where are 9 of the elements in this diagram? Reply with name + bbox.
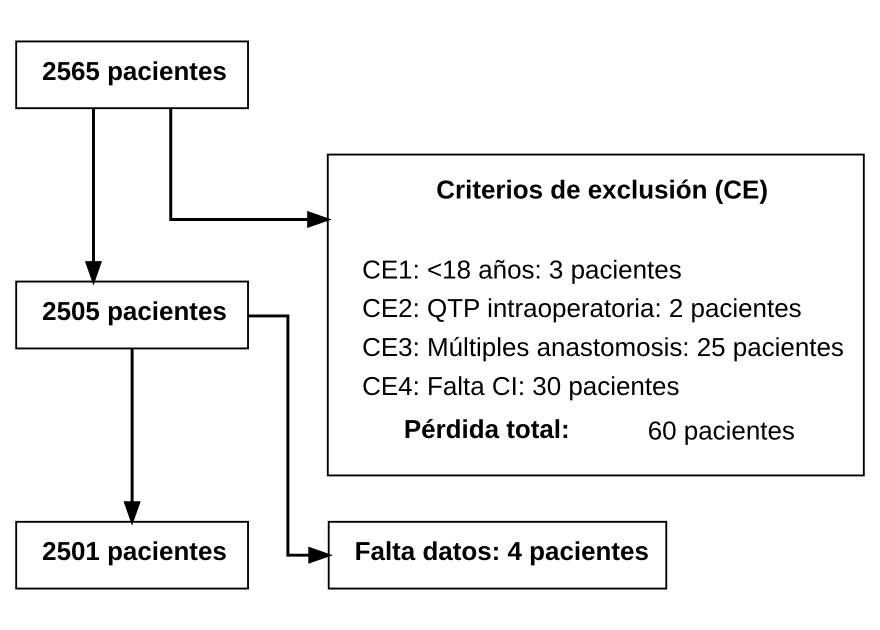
arrow [169, 108, 332, 228]
arrow [84, 108, 102, 286]
node-box: 2565 pacientes [15, 40, 249, 110]
node-box: Falta datos: 4 pacientes [328, 520, 668, 590]
node-box: 2505 pacientes [15, 280, 249, 350]
arrow [124, 348, 141, 526]
node-box: 2501 pacientes [15, 520, 249, 590]
node-box: Criterios de exclusión (CE) CE1: <18 años: 3 pacientes CE2: QTP intraoperatoria: 2 pacientes CE3: Múltiples anastomosis: 25 pacientes CE4: Falta CI: 30 pacientes Pérdida total: 60 pacientes [326, 154, 865, 476]
arrow [248, 314, 333, 564]
